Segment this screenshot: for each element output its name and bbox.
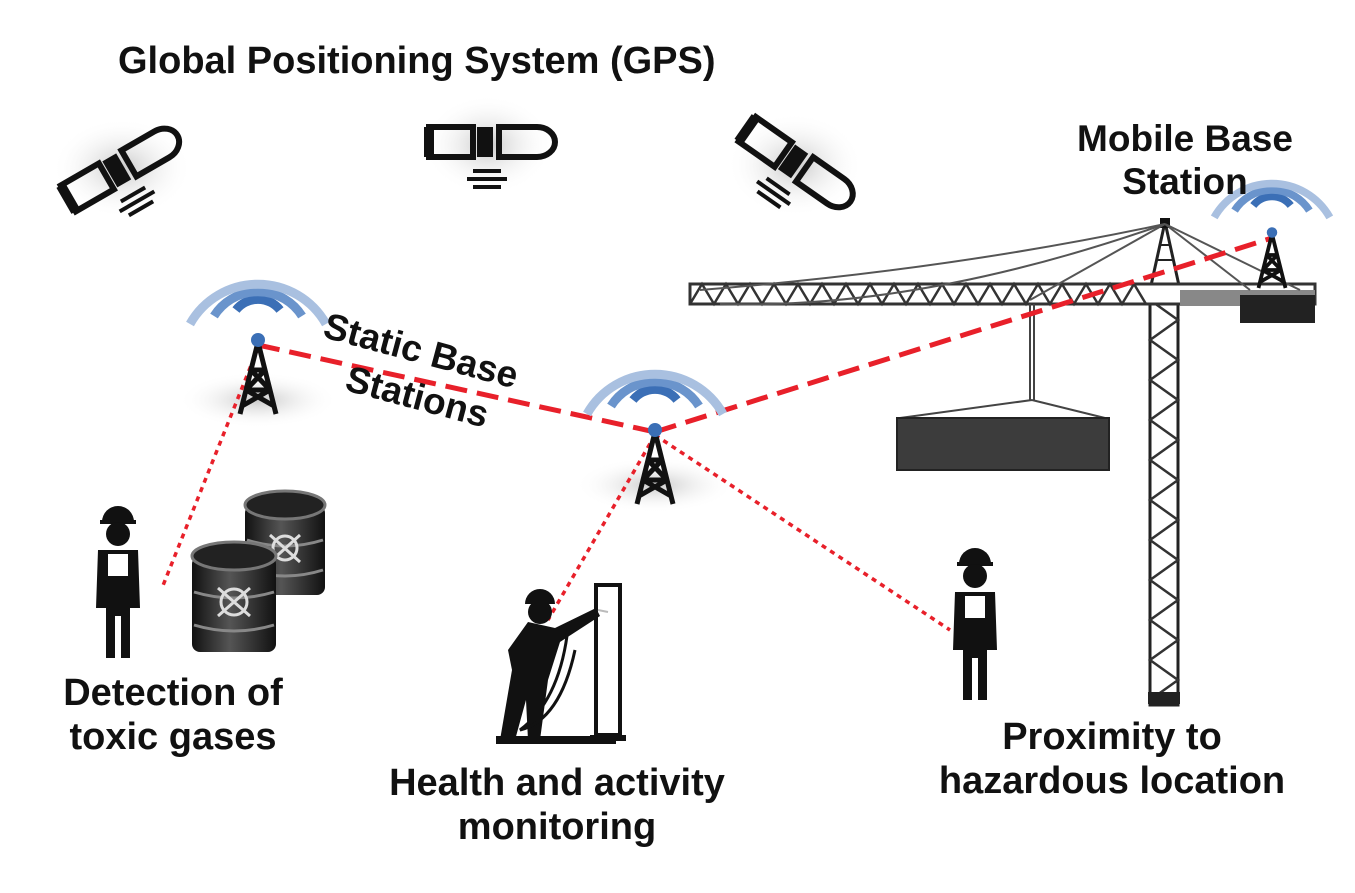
toxic-gases-label: Detection of toxic gases <box>38 672 308 759</box>
satellite-icon <box>423 95 555 195</box>
worker-icon <box>496 583 626 744</box>
mobile-base-station-line2: Station <box>1122 160 1248 202</box>
worker-icon <box>953 548 997 700</box>
worker-icon <box>96 506 140 658</box>
proximity-label: Proximity to hazardous location <box>912 716 1312 803</box>
health-line1: Health and activity <box>389 762 725 804</box>
toxic-gases-line2: toxic gases <box>69 715 277 758</box>
satellite-icon <box>52 118 200 237</box>
toxic-gases-line1: Detection of <box>63 672 283 714</box>
health-monitoring-label: Health and activity monitoring <box>352 762 762 849</box>
crane-icon <box>688 218 1317 707</box>
proximity-line2: hazardous location <box>938 759 1286 802</box>
static-link-lines <box>257 235 1273 435</box>
toxic-barrel-icon <box>243 489 327 595</box>
mobile-base-station-line1: Mobile Base <box>1077 118 1293 159</box>
health-line2: monitoring <box>457 805 657 848</box>
diagram-title: Global Positioning System (GPS) <box>118 40 716 82</box>
proximity-line1: Proximity to <box>1002 716 1222 758</box>
toxic-barrel-icon <box>190 540 278 652</box>
mobile-base-station-label: Mobile Base Station <box>1050 118 1320 203</box>
worker-link-lines <box>160 347 951 632</box>
satellite-icon <box>721 113 863 238</box>
